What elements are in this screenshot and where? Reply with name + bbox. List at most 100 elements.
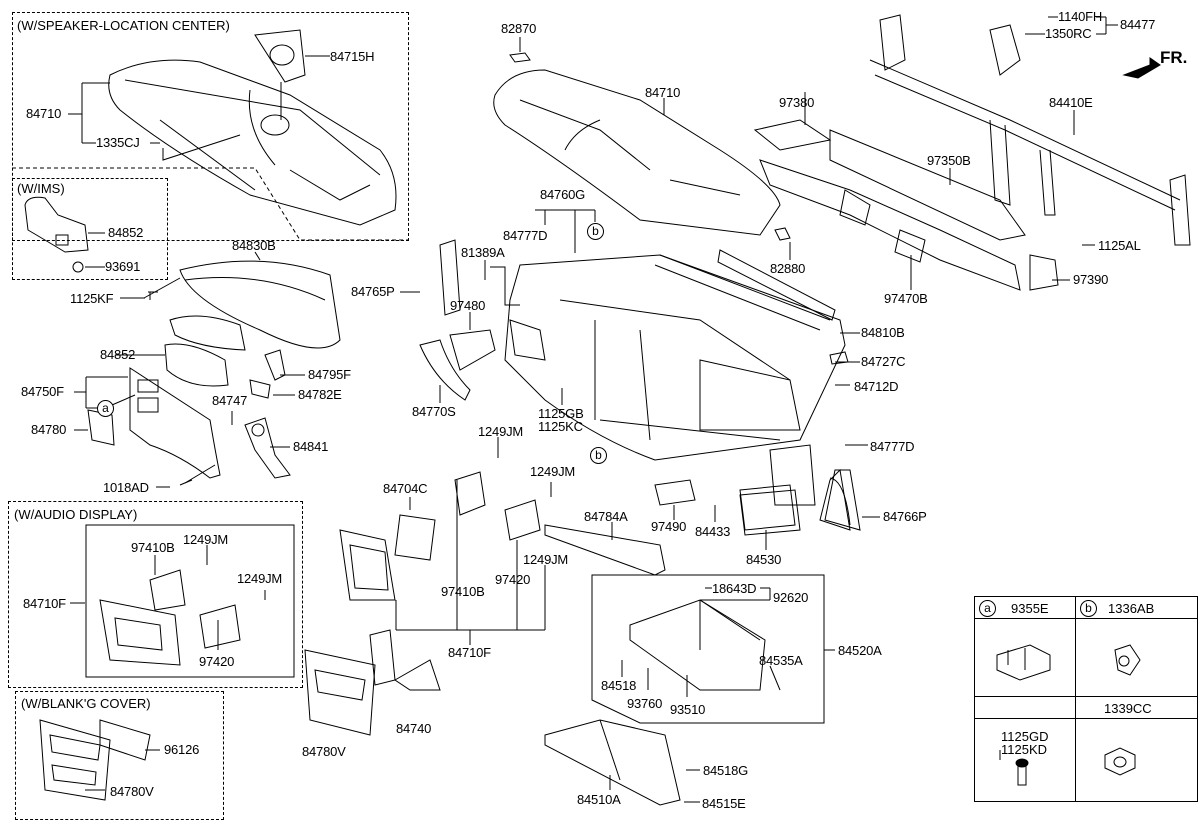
part-label-84530[interactable]: 84530: [746, 552, 782, 567]
part-label-82880[interactable]: 82880: [770, 261, 806, 276]
part-label-1140FH[interactable]: 1140FH: [1058, 9, 1103, 24]
part-label-84710F[interactable]: 84710F: [448, 645, 491, 660]
part-label-97350B[interactable]: 97350B: [927, 153, 971, 168]
part-label-97410B[interactable]: 97410B: [441, 584, 485, 599]
part-label-84704C[interactable]: 84704C: [383, 481, 428, 496]
part-label-84766P[interactable]: 84766P: [883, 509, 927, 524]
part-label-1350RC[interactable]: 1350RC: [1045, 26, 1092, 41]
part-label-1335CJ[interactable]: 1335CJ: [96, 135, 140, 150]
option-box-speaker: [12, 12, 409, 241]
part-label-93760[interactable]: 93760: [627, 696, 663, 711]
part-label-84780[interactable]: 84780: [31, 422, 67, 437]
part-label-84852-ims[interactable]: 84852: [108, 225, 144, 240]
part-label-84750F[interactable]: 84750F: [21, 384, 64, 399]
part-label-97390[interactable]: 97390: [1073, 272, 1109, 287]
part-label-84795F[interactable]: 84795F: [308, 367, 351, 382]
part-label-1125GB[interactable]: 1125GB: [538, 406, 584, 421]
ref-marker-b-bottom[interactable]: b: [590, 447, 607, 464]
part-label-84841[interactable]: 84841: [293, 439, 329, 454]
legend-cell-nut: [1076, 719, 1197, 801]
group-title-speaker: (W/SPEAKER-LOCATION CENTER): [17, 18, 230, 33]
legend-marker-a: a: [979, 600, 996, 617]
part-label-84740[interactable]: 84740: [396, 721, 432, 736]
part-label-84518G[interactable]: 84518G: [703, 763, 749, 778]
part-label-81389A[interactable]: 81389A: [461, 245, 505, 260]
ref-marker-a[interactable]: a: [97, 400, 114, 417]
center-fascia-drawing: [339, 444, 851, 601]
part-label-97420[interactable]: 97420: [495, 572, 531, 587]
part-label-84710[interactable]: 84710: [645, 85, 681, 100]
legend-part-1336AB[interactable]: 1336AB: [1108, 601, 1155, 616]
part-label-1125AL[interactable]: 1125AL: [1098, 238, 1141, 253]
part-label-84780V-blank[interactable]: 84780V: [110, 784, 154, 799]
part-label-84710F-audio[interactable]: 84710F: [23, 596, 66, 611]
legend-part-1125KD[interactable]: 1125KD: [1001, 742, 1048, 757]
legend-cell-a-header: a 9355E: [975, 597, 1076, 619]
option-box-ims: [12, 178, 168, 280]
part-label-18643D[interactable]: 18643D: [712, 581, 757, 596]
part-label-1249JM-2[interactable]: 1249JM: [530, 464, 576, 479]
part-label-84535A[interactable]: 84535A: [759, 653, 803, 668]
part-label-97490[interactable]: 97490: [651, 519, 687, 534]
part-label-84477[interactable]: 84477: [1120, 17, 1156, 32]
part-label-84784A[interactable]: 84784A: [584, 509, 628, 524]
legend-cell-bolt: 1125GD 1125KD: [975, 719, 1076, 801]
part-label-84433[interactable]: 84433: [695, 524, 731, 539]
part-label-1249JM-1[interactable]: 1249JM: [478, 424, 524, 439]
parts-legend-table: a 9355E b 1336AB 1339CC 1125GD 1125KD: [974, 596, 1198, 802]
part-label-84782E[interactable]: 84782E: [298, 387, 342, 402]
part-label-97380[interactable]: 97380: [779, 95, 815, 110]
part-label-97470B[interactable]: 97470B: [884, 291, 928, 306]
right-side-parts-drawing: [739, 351, 861, 536]
part-label-93691[interactable]: 93691: [105, 259, 141, 274]
air-duct-drawing: [753, 119, 1059, 291]
part-label-84765P[interactable]: 84765P: [351, 284, 395, 299]
part-label-84710-speaker[interactable]: 84710: [26, 106, 62, 121]
part-label-96126[interactable]: 96126: [164, 742, 200, 757]
part-label-84510A[interactable]: 84510A: [577, 792, 621, 807]
audio-display-drawing: [99, 569, 241, 666]
legend-cell-empty-header: [975, 697, 1076, 719]
front-arrow-icon: [1122, 57, 1161, 79]
glove-box-frame: [591, 574, 825, 724]
main-crash-pad-drawing: [493, 52, 791, 241]
part-label-84830B[interactable]: 84830B: [232, 238, 276, 253]
part-label-97480[interactable]: 97480: [450, 298, 486, 313]
part-label-84712D[interactable]: 84712D: [854, 379, 899, 394]
part-label-84777D[interactable]: 84777D: [870, 439, 915, 454]
part-label-97420-audio[interactable]: 97420: [199, 654, 235, 669]
part-label-93510[interactable]: 93510: [670, 702, 706, 717]
part-label-84852[interactable]: 84852: [100, 347, 136, 362]
part-label-84760G[interactable]: 84760G: [540, 187, 586, 202]
part-label-1125KC[interactable]: 1125KC: [538, 419, 583, 434]
part-label-84715H[interactable]: 84715H: [330, 49, 375, 64]
legend-part-1125GD[interactable]: 1125GD: [1001, 729, 1049, 744]
part-label-82870[interactable]: 82870: [501, 21, 537, 36]
ref-marker-b-top[interactable]: b: [587, 223, 604, 240]
part-label-84780V[interactable]: 84780V: [302, 744, 346, 759]
part-label-84747[interactable]: 84747: [212, 393, 248, 408]
legend-cell-1339CC-header: 1339CC: [1076, 697, 1197, 719]
legend-part-9355E[interactable]: 9355E: [1011, 601, 1049, 616]
part-label-1018AD[interactable]: 1018AD: [103, 480, 149, 495]
part-label-92620[interactable]: 92620: [773, 590, 809, 605]
part-label-1249JM-3[interactable]: 1249JM: [523, 552, 569, 567]
part-label-84810B[interactable]: 84810B: [861, 325, 905, 340]
part-label-84515E[interactable]: 84515E: [702, 796, 746, 811]
part-label-84410E[interactable]: 84410E: [1049, 95, 1093, 110]
legend-drawings: [996, 644, 1141, 786]
part-label-84518[interactable]: 84518: [601, 678, 637, 693]
leader-lines: [12, 16, 1118, 803]
part-label-84777D-top[interactable]: 84777D: [503, 228, 548, 243]
legend-part-1339CC[interactable]: 1339CC: [1104, 701, 1152, 716]
part-label-97410B-audio[interactable]: 97410B: [131, 540, 175, 555]
dashboard-assembly-drawing: [419, 239, 846, 461]
part-label-1125KF[interactable]: 1125KF: [70, 291, 114, 306]
part-label-1249JM-audio-b[interactable]: 1249JM: [237, 571, 283, 586]
part-label-1249JM-audio-a[interactable]: 1249JM: [183, 532, 229, 547]
part-label-84770S[interactable]: 84770S: [412, 404, 456, 419]
legend-cell-a-image: [975, 619, 1076, 697]
part-label-84520A[interactable]: 84520A: [838, 643, 882, 658]
part-label-84727C[interactable]: 84727C: [861, 354, 906, 369]
